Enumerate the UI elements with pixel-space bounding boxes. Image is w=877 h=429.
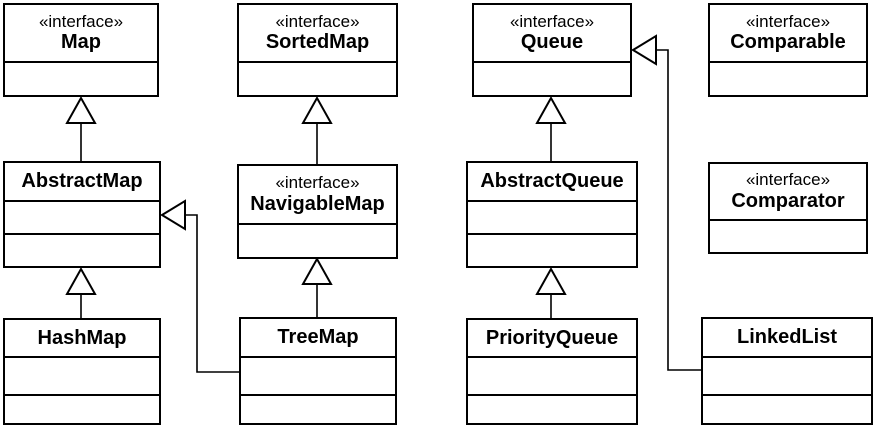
class-header: AbstractMap xyxy=(5,163,159,202)
class-header: «interface» NavigableMap xyxy=(239,166,396,225)
empty-compartment xyxy=(5,358,159,394)
generalization-line-treemap-to-abstractmap xyxy=(185,214,239,373)
uml-class-sortedmap: «interface» SortedMap xyxy=(237,3,398,97)
stereotype-label: «interface» xyxy=(275,11,360,31)
class-name: AbstractQueue xyxy=(480,170,624,192)
empty-compartment xyxy=(710,63,866,95)
generalization-line-linkedlist-to-queue xyxy=(656,49,701,371)
uml-class-queue: «interface» Queue xyxy=(472,3,632,97)
uml-class-map: «interface» Map xyxy=(3,3,159,97)
empty-compartment xyxy=(703,394,871,423)
empty-compartment xyxy=(239,63,396,95)
uml-class-abstractqueue: AbstractQueue xyxy=(466,161,638,268)
generalization-arrowhead-map xyxy=(65,95,97,124)
class-name: HashMap xyxy=(37,326,127,349)
class-name: NavigableMap xyxy=(250,192,385,215)
empty-compartment xyxy=(468,394,636,423)
uml-class-navigablemap: «interface» NavigableMap xyxy=(237,164,398,259)
empty-compartment xyxy=(474,63,630,95)
empty-compartment xyxy=(468,233,636,266)
empty-compartment xyxy=(468,202,636,233)
class-name: Comparable xyxy=(730,31,846,54)
generalization-arrowhead-queue xyxy=(535,95,567,124)
generalization-arrowhead-sortedmap xyxy=(301,95,333,124)
stereotype-label: «interface» xyxy=(275,173,360,193)
class-header: PriorityQueue xyxy=(468,320,636,358)
class-header: LinkedList xyxy=(703,319,871,358)
generalization-arrowhead-navigablemap xyxy=(301,256,333,285)
uml-class-priorityqueue: PriorityQueue xyxy=(466,318,638,425)
class-header: «interface» Map xyxy=(5,5,157,63)
generalization-arrowhead-abstractmap xyxy=(65,266,97,295)
stereotype-label: «interface» xyxy=(745,11,831,31)
class-header: TreeMap xyxy=(241,319,395,358)
empty-compartment xyxy=(703,358,871,394)
uml-class-comparable: «interface» Comparable xyxy=(708,3,868,97)
empty-compartment xyxy=(239,225,396,257)
class-header: «interface» SortedMap xyxy=(239,5,396,63)
empty-compartment xyxy=(710,221,866,252)
generalization-arrowhead-abstractqueue xyxy=(535,266,567,295)
empty-compartment xyxy=(468,358,636,394)
uml-class-treemap: TreeMap xyxy=(239,317,397,425)
empty-compartment xyxy=(5,63,157,95)
stereotype-label: «interface» xyxy=(745,170,831,190)
class-name: PriorityQueue xyxy=(485,326,619,349)
uml-class-linkedlist: LinkedList xyxy=(701,317,873,425)
class-name: SortedMap xyxy=(265,31,370,54)
class-name: Map xyxy=(61,31,101,54)
class-name: Comparator xyxy=(731,189,845,212)
empty-compartment xyxy=(5,233,159,266)
class-name: TreeMap xyxy=(277,326,359,348)
class-name: LinkedList xyxy=(736,326,837,348)
uml-class-hashmap: HashMap xyxy=(3,318,161,425)
empty-compartment xyxy=(241,358,395,394)
stereotype-label: «interface» xyxy=(38,11,124,31)
class-header: «interface» Queue xyxy=(474,5,630,63)
class-name: AbstractMap xyxy=(21,170,143,192)
stereotype-label: «interface» xyxy=(509,11,595,31)
generalization-arrowhead-abstractmap-side xyxy=(160,199,186,231)
class-header: «interface» Comparable xyxy=(710,5,866,63)
uml-class-abstractmap: AbstractMap xyxy=(3,161,161,268)
class-header: HashMap xyxy=(5,320,159,358)
empty-compartment xyxy=(241,394,395,423)
class-header: «interface» Comparator xyxy=(710,164,866,221)
class-header: AbstractQueue xyxy=(468,163,636,202)
uml-class-comparator: «interface» Comparator xyxy=(708,162,868,254)
class-name: Queue xyxy=(520,31,584,54)
empty-compartment xyxy=(5,394,159,423)
generalization-arrowhead-queue-side xyxy=(631,34,657,66)
empty-compartment xyxy=(5,202,159,233)
